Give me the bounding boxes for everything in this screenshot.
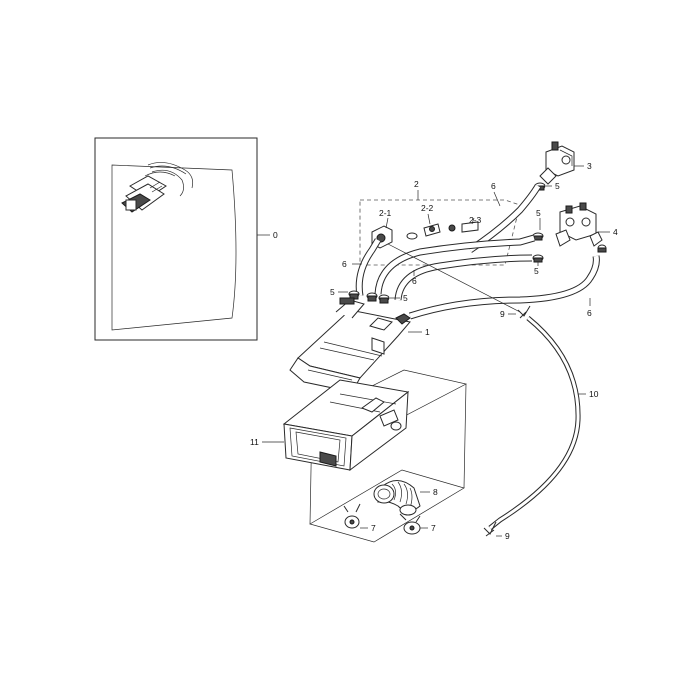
- hose-part-10: [488, 316, 581, 530]
- clamp-part-5-g: [378, 294, 390, 304]
- group-box-part-2: [359, 199, 521, 266]
- label-10: 10: [589, 389, 599, 399]
- label-5-e: 5: [330, 287, 335, 297]
- hose-part-6-mid: [374, 234, 535, 295]
- hose-part-6-lower: [394, 254, 533, 301]
- label-5-g: 5: [403, 293, 408, 303]
- label-6-b: 6: [412, 276, 417, 286]
- label-3: 3: [587, 161, 592, 171]
- clip-part-9-bottom: [483, 521, 497, 537]
- water-valve-part-4: [555, 202, 603, 247]
- hose-part-6-left: [355, 238, 382, 297]
- wire-harness-icon: [121, 162, 194, 213]
- label-9-b: 9: [505, 531, 510, 541]
- label-7-b: 7: [431, 523, 436, 533]
- dispenser-cover-part-1: [289, 297, 411, 393]
- clamp-part-5-c: [532, 254, 544, 263]
- label-4: 4: [613, 227, 618, 237]
- spring-clamp-part-7-left: [343, 503, 361, 529]
- bellows-hose-part-8: [373, 480, 421, 516]
- label-2: 2: [414, 179, 419, 189]
- label-2-3: 2-3: [469, 215, 482, 225]
- clamp-part-5-e: [348, 290, 360, 300]
- label-5-c: 5: [534, 266, 539, 276]
- water-valve-part-3: [539, 141, 575, 185]
- label-6-a: 6: [491, 181, 496, 191]
- label-8: 8: [433, 487, 438, 497]
- label-6-d: 6: [587, 308, 592, 318]
- spring-clamp-part-7-right: [399, 513, 421, 535]
- label-9-a: 9: [500, 309, 505, 319]
- hose-part-6-upper: [468, 184, 542, 253]
- inset-box-part-0: [94, 137, 258, 341]
- label-6-c: 6: [342, 259, 347, 269]
- label-11: 11: [250, 437, 259, 447]
- clamp-part-5-f: [366, 292, 378, 302]
- label-5-b: 5: [536, 208, 541, 218]
- label-5-a: 5: [555, 181, 560, 191]
- dispenser-housing-part-11: [282, 379, 410, 472]
- label-0: 0: [273, 230, 278, 240]
- clamp-part-5-d: [597, 244, 607, 253]
- label-7-a: 7: [371, 523, 376, 533]
- label-1: 1: [425, 327, 430, 337]
- part-2-2-fitting: [406, 213, 441, 240]
- label-2-1: 2-1: [379, 208, 392, 218]
- clamp-part-5-b: [532, 232, 544, 241]
- label-2-2: 2-2: [421, 203, 434, 213]
- hose-part-6-right: [408, 255, 600, 320]
- part-2-3-connector: [448, 217, 479, 233]
